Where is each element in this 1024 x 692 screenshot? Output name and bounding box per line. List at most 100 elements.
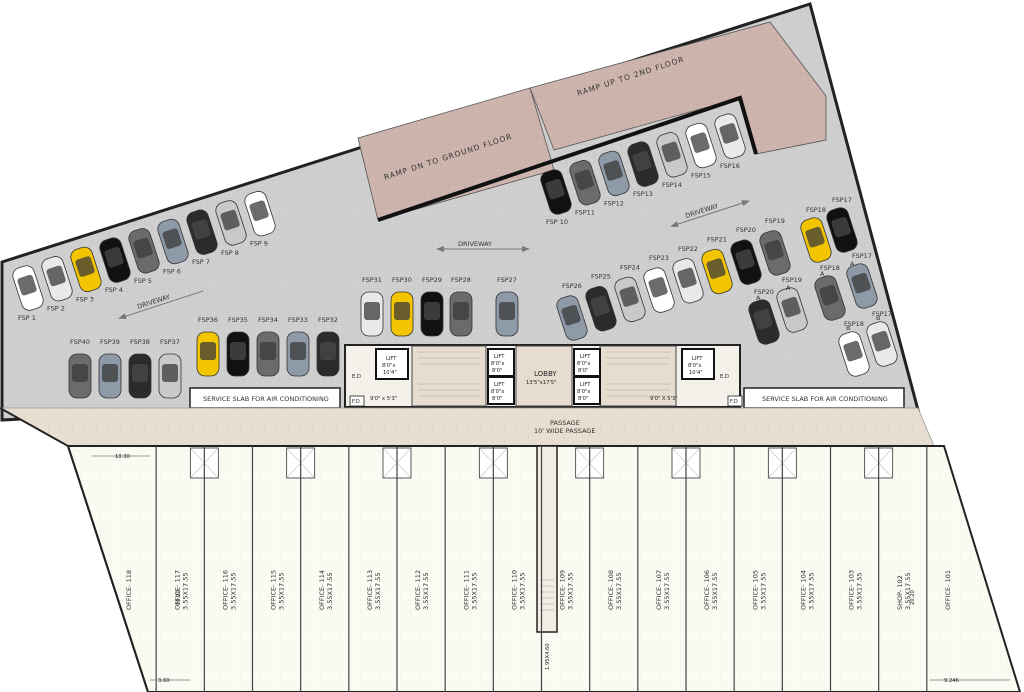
lift-right-a: LIFT 8'0"x 8'0" [573,348,601,377]
car-slot-rc-7 [866,321,898,367]
car-slot-label: FSP26 [562,282,582,290]
office-name: OFFICE- 106 [703,570,711,610]
car-slot-label: FSP18 [820,264,840,272]
car-slot-r6-4 [672,258,704,304]
office-name: OFFICE- 117 [173,570,181,610]
car-slot-label: FSP19 [782,276,802,284]
svg-text:LIFT: LIFT [386,356,397,362]
car-slot-r2-1 [569,160,601,206]
car-slot-label: FSP19 [765,217,785,225]
car-slot-label: FSP 9 [250,240,268,248]
car-slot-label: FSP33 [288,316,308,324]
office-size: 3.55X17.55 [856,572,864,610]
svg-text:LIFT: LIFT [494,382,505,388]
car-slot-r6-7 [759,230,791,276]
car-slot-label: FSP 8 [221,249,239,257]
car-slot-r4-1 [226,331,250,377]
car-slot-rc-1 [826,207,858,253]
car-slot-label: FSP17 [852,252,872,260]
svg-text:SERVICE SLAB FOR AIR CONDITION: SERVICE SLAB FOR AIR CONDITIONING [203,395,329,403]
lift-right-b: LIFT 8'0"x 8'0" [573,376,601,405]
car-slot-label: FSP38 [130,338,150,346]
car-slot-r3-2 [420,291,444,337]
car-slot-label: FSP 2 [47,305,65,313]
passage [0,407,935,447]
car-slot-label: FSP 3 [76,295,94,303]
car-slot-label: FSP31 [362,276,382,284]
office-name: OFFICE- 112 [414,570,422,610]
car-slot-rc-5 [776,287,808,333]
car-slot-label: FSP13 [633,190,653,198]
svg-text:LIFT: LIFT [494,354,505,360]
car-slot-rc-4 [748,299,780,345]
ed-right: E.D [720,374,729,380]
car-slot-r1-8 [244,190,276,237]
lift-center-a: LIFT 8'0"x 8'0" [487,348,515,377]
lift-far-right: LIFT 8'0"x 10'4" [681,348,715,380]
car-slot-r1-6 [186,209,218,255]
dim-bottom-right: 9.246 [944,678,959,684]
svg-text:SERVICE SLAB FOR AIR CONDITION: SERVICE SLAB FOR AIR CONDITIONING [762,395,888,403]
tandem-mark: B [846,324,850,332]
svg-text:DRIVEWAY: DRIVEWAY [458,240,492,248]
car-slot-label: FSP 1 [18,314,36,322]
car-slot-r1-3 [99,237,131,283]
office-unit: OFFICE- 101 [926,446,952,692]
dim-right-depth: 20.20 [910,590,916,605]
svg-text:8'0": 8'0" [578,396,588,402]
outer-wall-left [0,407,149,692]
car-slot-r5-0 [68,353,92,399]
svg-text:13'5"x17'5": 13'5"x17'5" [526,380,557,386]
car-slot-r4-2 [256,331,280,377]
car-slot-label: FSP25 [591,273,611,281]
svg-text:LIFT: LIFT [580,382,591,388]
car-slot-label: FSP18 [806,206,826,214]
fd-right: F.D [730,399,738,405]
car-slot-label: FSP30 [392,276,412,284]
car-slot-r3-3 [449,291,473,337]
car-slot-label: FSP40 [70,338,90,346]
tandem-mark: A [786,284,791,292]
car-slot-r6-3 [643,267,675,313]
office-size: 3.55X17.55 [663,572,671,610]
car-slot-label: FSP34 [258,316,278,324]
lobby [515,345,573,407]
office-size: 3.55X17.55 [422,572,430,610]
office-name: OFFICE- 105 [751,570,759,610]
car-slot-r1-2 [70,246,102,293]
ramp-up [529,21,827,155]
ed-left: E.D [352,374,361,380]
car-slot-label: FSP 10 [546,218,568,226]
svg-text:8'0"x: 8'0"x [577,361,590,367]
car-slot-label: FSP35 [228,316,248,324]
car-slot-label: FSP29 [422,276,442,284]
tandem-mark: A [820,270,825,278]
car-slot-rc-3 [846,263,878,309]
office-name: OFFICE- 101 [944,570,952,610]
tandem-mark: B [876,314,880,322]
car-slot-r1-1 [41,256,73,302]
office-size: 3.55X17.55 [518,572,526,610]
lift-center-b: LIFT 8'0"x 8'0" [487,376,515,405]
car-slot-r2-4 [656,132,688,178]
office-size: 3.55X17.55 [181,572,189,610]
lift-left: LIFT 8'0"x 10'4" [375,348,409,380]
office-size: 3.55X17.55 [229,572,237,610]
car-slot-r4-0 [196,331,220,377]
svg-text:8'0"x: 8'0"x [577,389,590,395]
car-slot-r1-4 [128,228,160,274]
office-name: OFFICE- 114 [318,570,326,610]
car-slot-r1-7 [215,200,247,246]
office-name: OFFICE- 108 [607,570,615,610]
dim-top-left: 10.30 [115,454,130,460]
office-name: OFFICE- 103 [848,570,856,610]
car-slot-r6-0 [556,295,588,341]
car-slot-r5-1 [98,353,122,399]
car-slot-r2-2 [598,150,630,197]
svg-text:LIFT: LIFT [692,356,703,362]
office-size: 3.55X17.55 [711,572,719,610]
